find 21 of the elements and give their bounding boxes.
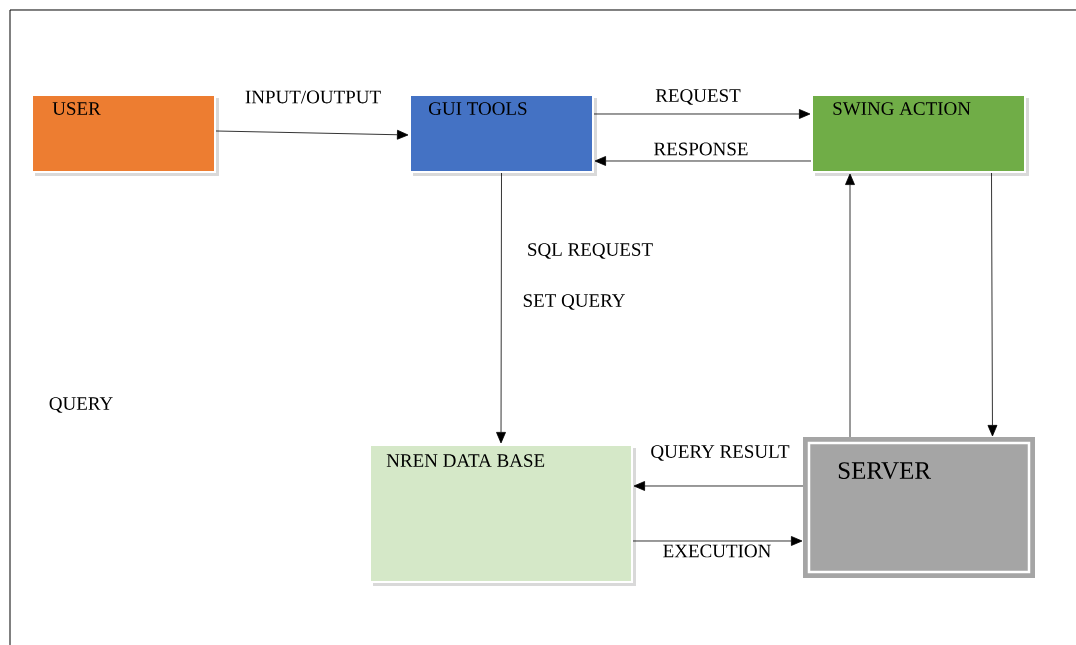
arrow: [632, 536, 803, 546]
text-label: SET QUERY: [523, 294, 625, 310]
process-box: SWING ACTION: [811, 94, 1029, 176]
arrow: [593, 109, 811, 119]
process-box: GUI TOOLS: [409, 94, 597, 176]
edge-label: QUERY RESULT: [649, 444, 791, 462]
edge-label: REQUEST: [654, 88, 742, 106]
arrow: [633, 481, 804, 491]
arrow: [987, 172, 998, 437]
text-label: QUERY: [49, 397, 113, 413]
edge-label: SQL REQUEST: [525, 242, 655, 260]
arrow: [496, 172, 506, 444]
process-box: USER: [31, 94, 219, 176]
arrow: [594, 156, 812, 166]
arrow: [845, 173, 855, 438]
process-box: NREN DATA BASE: [369, 444, 636, 586]
arrow: [215, 129, 409, 140]
edge-label: EXECUTION: [661, 543, 773, 559]
edge-label: RESPONSE: [652, 141, 750, 157]
edge-label: INPUT/OUTPUT: [243, 89, 383, 105]
server-box: SERVER: [803, 437, 1035, 578]
